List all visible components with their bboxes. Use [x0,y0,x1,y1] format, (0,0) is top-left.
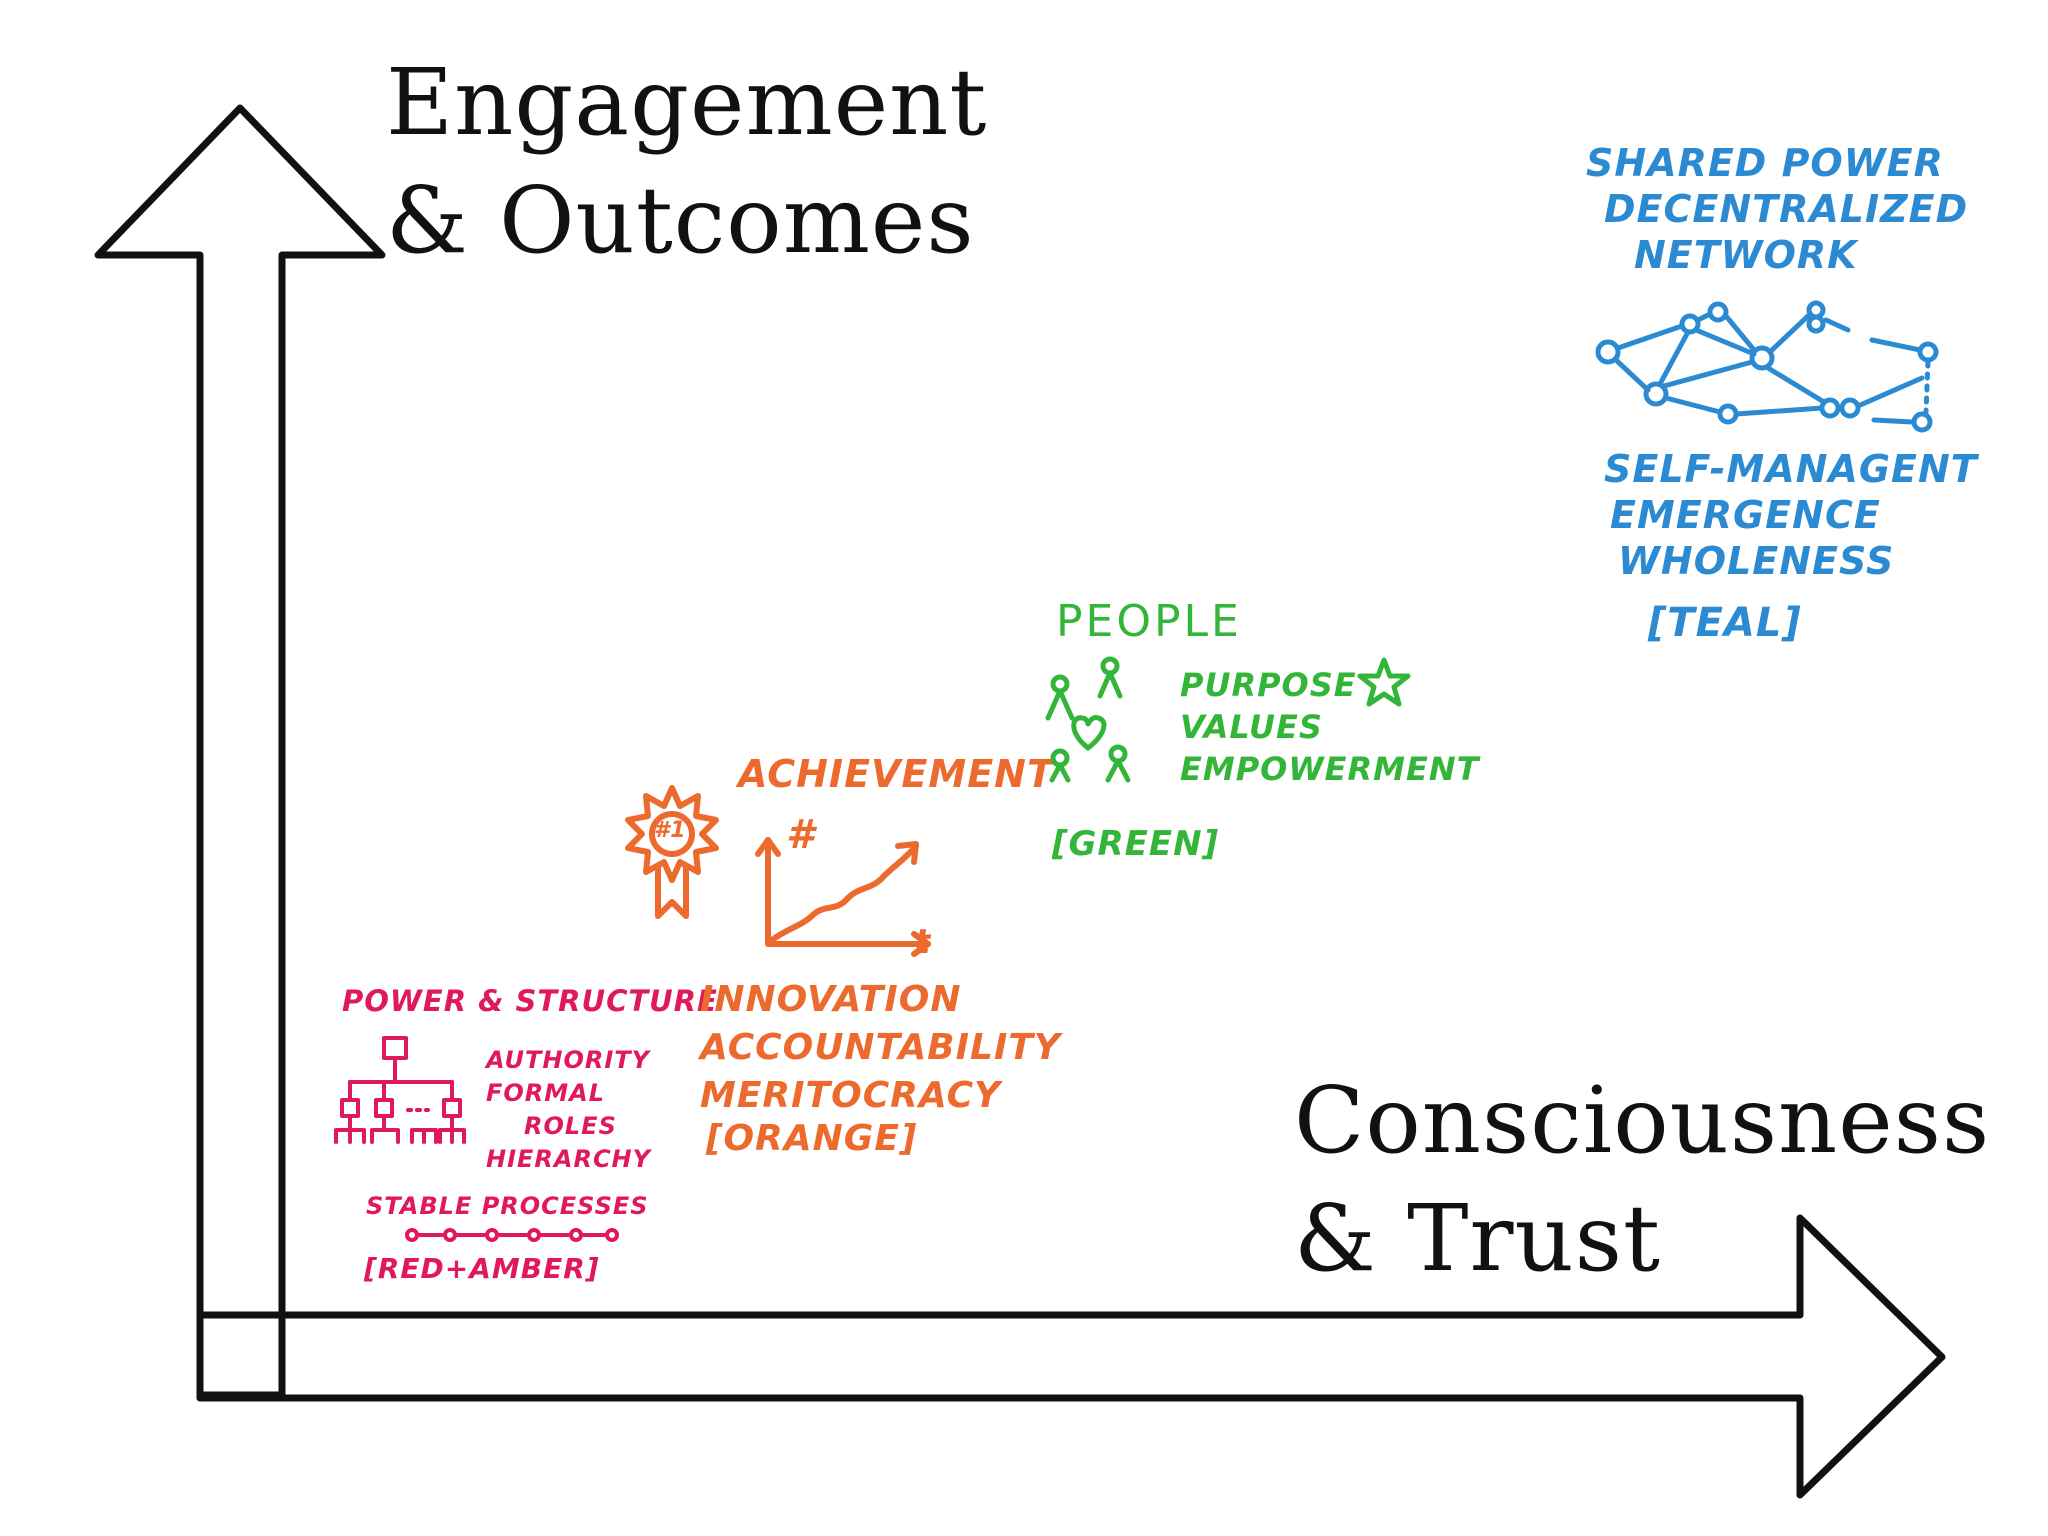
teal-tag: [Teal] [1648,600,1802,646]
axis-origin-box [196,1311,286,1399]
orange-item: Innovation [700,979,962,1020]
green-item: Values [1180,708,1323,746]
org-chart-icon [334,1036,466,1144]
teal-item: Self-Managent [1604,447,1978,491]
teal-item: Wholeness [1618,539,1895,583]
red-amber-item: Formal [486,1079,606,1107]
star-icon [1357,657,1411,707]
orange-item: Meritocracy [700,1075,1002,1116]
orange-item: Accountability [700,1027,1061,1068]
chart-y-symbol: # [786,812,815,858]
orange-items: Innovation Accountability Meritocracy [700,976,1061,1120]
red-amber-processes: Stable Processes [366,1192,649,1220]
network-icon [1595,300,1939,433]
green-heading: People [1056,596,1242,647]
teal-heading-line: Network [1634,233,1858,277]
green-item: Empowerment [1180,750,1480,788]
process-chain-icon [405,1228,619,1242]
red-amber-heading: Power & Structure [342,984,718,1018]
x-axis-title-line2: & Trust [1294,1185,1661,1292]
orange-tag: [Orange] [706,1118,918,1159]
award-ribbon-icon [625,785,719,919]
red-amber-item: Roles [524,1112,617,1140]
red-amber-item: Authority [486,1046,651,1074]
people-icon [1045,656,1131,783]
growth-chart-icon [755,837,931,957]
red-amber-tag: [Red+Amber] [364,1252,600,1285]
teal-item: Emergence [1610,493,1881,537]
green-items: Purpose Values Empowerment [1180,664,1479,790]
green-tag: [Green] [1052,824,1220,864]
teal-heading-line: Shared Power [1586,141,1944,185]
green-item: Purpose [1180,666,1357,704]
teal-heading-line: Decentralized [1604,187,1969,231]
y-axis-title-line2: & Outcomes [386,167,975,274]
x-axis-title: Consciousness & Trust [1294,1062,1990,1298]
arrow-up-icon [94,104,386,1399]
award-badge-label: #1 [654,818,687,843]
orange-heading: Achievement [738,752,1054,796]
y-axis-title: Engagement & Outcomes [386,44,987,280]
y-axis-title-line1: Engagement [386,49,988,156]
teal-heading: Shared Power Decentralized Network [1586,140,1968,278]
red-amber-items: Authority Formal Roles Hierarchy [486,1044,651,1176]
x-axis-title-line1: Consciousness [1294,1067,1991,1174]
chart-x-symbol: t [914,922,932,962]
teal-items: Self-Managent Emergence Wholeness [1604,446,1978,584]
heart-icon [1071,715,1107,751]
red-amber-item: Hierarchy [486,1145,652,1173]
arrow-right-icon [196,1214,1946,1499]
